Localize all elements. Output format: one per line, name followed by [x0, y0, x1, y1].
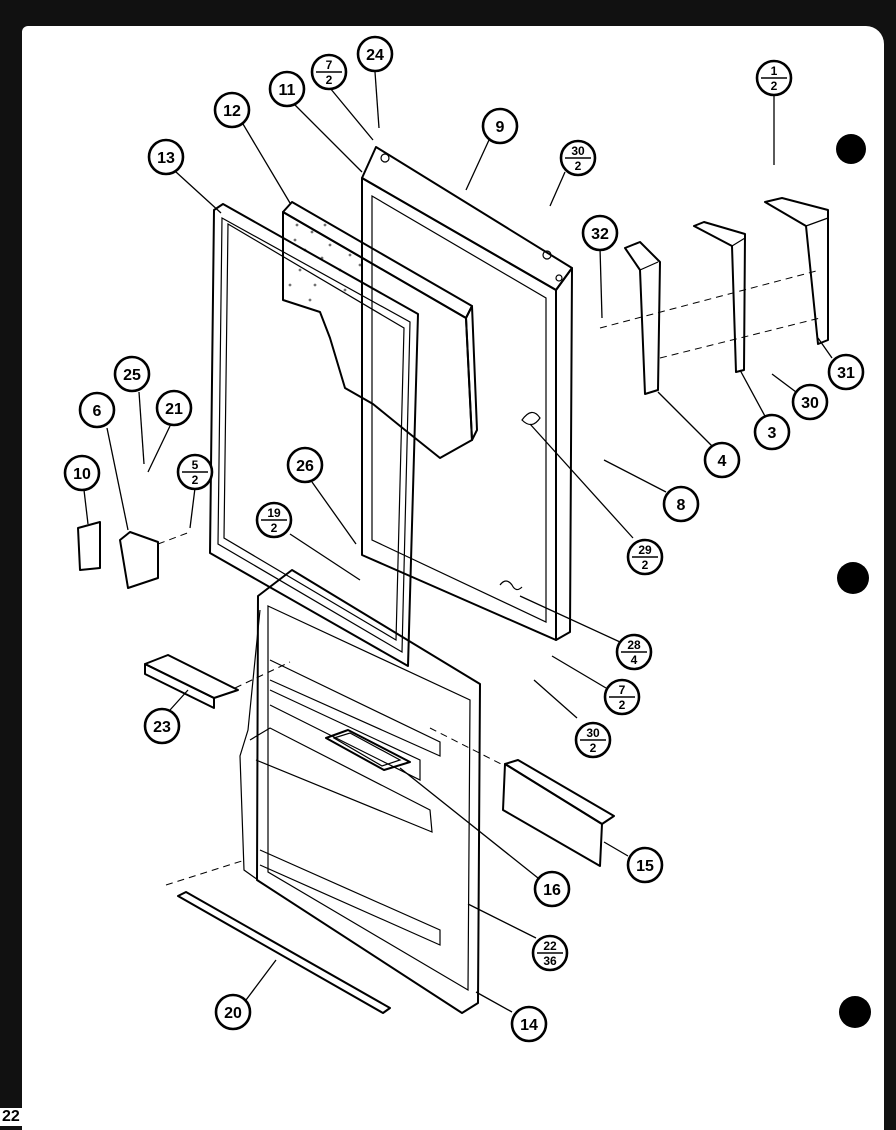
callout-label: 14	[520, 1017, 538, 1034]
callout-c11: 11	[268, 70, 306, 108]
callout-numerator: 1	[771, 64, 778, 78]
callout-c26: 26	[286, 446, 324, 484]
callout-c21: 21	[155, 389, 193, 427]
callout-numerator: 29	[638, 543, 652, 557]
callout-denominator: 2	[326, 73, 333, 87]
callout-c10: 10	[63, 454, 101, 492]
callout-numerator: 22	[543, 939, 557, 953]
callout-denominator: 36	[543, 954, 557, 968]
callout-c30: 30	[791, 383, 829, 421]
callout-label: 23	[153, 719, 171, 736]
callout-denominator: 2	[619, 698, 626, 712]
callout-c20: 20	[214, 993, 252, 1031]
callout-numerator: 7	[619, 683, 626, 697]
egg-tray	[144, 654, 291, 709]
callout-c1-2: 1 2	[755, 59, 793, 97]
callout-c29-2: 29 2	[626, 538, 664, 576]
callout-numerator: 30	[571, 144, 585, 158]
callout-numerator: 30	[586, 726, 600, 740]
callout-c13: 13	[147, 138, 185, 176]
callout-denominator: 2	[575, 159, 582, 173]
callout-label: 13	[157, 150, 175, 167]
callout-label: 3	[768, 425, 777, 442]
punch-hole-bottom	[839, 996, 871, 1028]
door-shelf-small	[325, 729, 411, 771]
punch-hole-middle	[837, 562, 869, 594]
plate-10	[77, 521, 101, 571]
callout-label: 31	[837, 365, 855, 382]
callout-label: 20	[224, 1005, 242, 1022]
door-outer-panel	[361, 146, 573, 641]
callout-c15: 15	[626, 846, 664, 884]
callout-c19-2: 19 2	[255, 501, 293, 539]
callout-c6: 6	[78, 391, 116, 429]
page-number: 22	[0, 1108, 24, 1126]
callout-c3: 3	[753, 413, 791, 451]
callout-c8: 8	[662, 485, 700, 523]
callout-label: 30	[801, 395, 819, 412]
callout-label: 11	[279, 82, 296, 99]
callout-c28-4: 28 4	[615, 633, 653, 671]
punch-hole-top	[836, 134, 866, 164]
callout-label: 26	[296, 458, 314, 475]
callout-c25: 25	[113, 355, 151, 393]
callout-c32: 32	[581, 214, 619, 252]
callout-denominator: 2	[590, 741, 597, 755]
callout-label: 16	[543, 882, 561, 899]
callout-label: 10	[73, 466, 91, 483]
callout-label: 12	[223, 103, 241, 120]
callout-c7-2-bottom: 7 2	[603, 678, 641, 716]
door-bottle-rail	[429, 727, 615, 867]
callout-denominator: 2	[192, 473, 199, 487]
callout-denominator: 2	[271, 521, 278, 535]
callout-c14: 14	[510, 1005, 548, 1043]
callout-c16: 16	[533, 870, 571, 908]
callout-label: 6	[93, 403, 102, 420]
callout-label: 9	[496, 119, 505, 136]
hinge-bracket-4	[624, 241, 661, 395]
callout-c5-2: 5 2	[176, 453, 214, 491]
callout-label: 15	[636, 858, 654, 875]
callout-label: 4	[718, 453, 727, 470]
callout-label: 24	[366, 47, 384, 64]
callout-denominator: 4	[631, 653, 638, 667]
callout-label: 21	[165, 401, 183, 418]
callout-numerator: 28	[627, 638, 641, 652]
door-gasket	[209, 203, 419, 667]
callout-denominator: 2	[771, 79, 778, 93]
callout-c23: 23	[143, 707, 181, 745]
callout-c24: 24	[356, 35, 394, 73]
callout-denominator: 2	[642, 558, 649, 572]
leader-lines	[83, 71, 833, 1013]
bracket-6	[119, 531, 159, 589]
callout-numerator: 5	[192, 458, 199, 472]
callout-c4: 4	[703, 441, 741, 479]
callout-c30-2-top: 30 2	[559, 139, 597, 177]
inner-door-liner	[239, 569, 481, 1014]
callout-numerator: 19	[267, 506, 281, 520]
callout-label: 25	[123, 367, 141, 384]
callout-label: 8	[677, 497, 686, 514]
callout-c12: 12	[213, 91, 251, 129]
hinge-bracket-3	[693, 221, 746, 373]
callout-numerator: 7	[326, 58, 333, 72]
bottom-trim-strip	[165, 859, 391, 1014]
callout-c30-2-bottom: 30 2	[574, 721, 612, 759]
callout-c22-36: 22 36	[531, 934, 569, 972]
callout-c31: 31	[827, 353, 865, 391]
callout-c7-2-top: 7 2	[310, 53, 348, 91]
callout-c9: 9	[481, 107, 519, 145]
callout-label: 32	[591, 226, 609, 243]
hinge-bracket-31	[764, 197, 829, 345]
